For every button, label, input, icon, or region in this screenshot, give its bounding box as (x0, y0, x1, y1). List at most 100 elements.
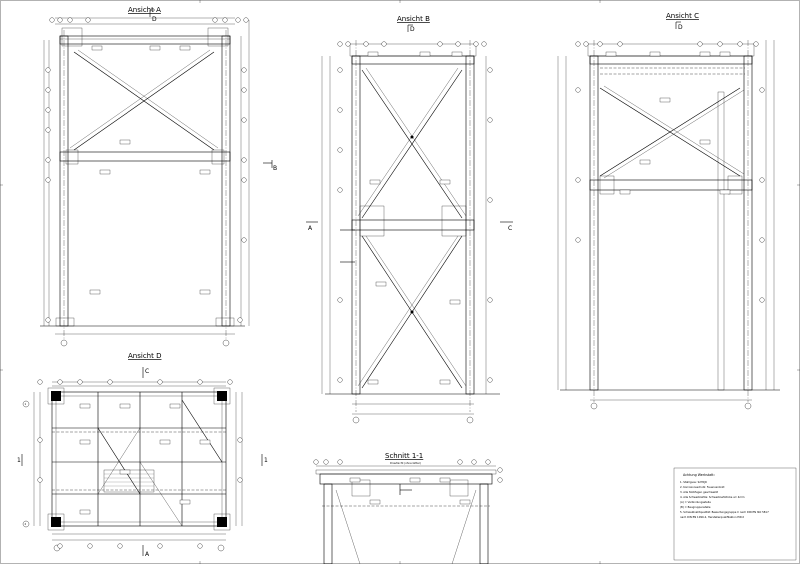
position-bubble (243, 17, 249, 23)
view-ansicht-c: Ansicht C D (557, 12, 780, 410)
position-bubble (737, 41, 743, 47)
part-tag (639, 159, 651, 165)
position-bubble (455, 41, 461, 47)
position-bubble (753, 41, 759, 47)
position-bubble (381, 41, 387, 47)
position-bubble (57, 379, 63, 385)
note-4: 4. Alle Schweißnähte: Schweißnahtdicke a… (680, 495, 745, 499)
position-bubble (337, 107, 343, 113)
position-bubble (117, 543, 123, 549)
position-bubble (497, 477, 503, 483)
section-mark-c-b: C (500, 221, 513, 232)
notes-heading: Achtung Werkstatt: (683, 473, 715, 477)
part-tag (439, 179, 451, 185)
part-tag (439, 379, 451, 385)
part-tag (719, 51, 731, 57)
position-bubble (345, 41, 351, 47)
part-tag (119, 469, 131, 475)
part-tag (449, 299, 461, 305)
brace-b-2 (361, 69, 463, 219)
view-ansicht-a: Ansicht A D B (40, 6, 277, 347)
position-bubble (197, 379, 203, 385)
svg-text:D: D (410, 26, 415, 33)
section-1-1-title: Schnitt 1-1 (385, 452, 423, 460)
position-bubble (37, 437, 43, 443)
axis-bubble-c-left (590, 402, 598, 410)
note-5a: nach DIN EN 1090-2, Herstellerqualifikat… (680, 515, 744, 519)
section-mark-d-b: D (407, 24, 415, 33)
part-tag (605, 51, 617, 57)
svg-text:A: A (308, 225, 313, 232)
note-2: 2. Korrosionsschutz: Feuerverzinkt (680, 485, 725, 489)
view-d-title: Ansicht D (128, 352, 161, 360)
position-bubble (241, 177, 247, 183)
svg-text:C: C (145, 368, 149, 375)
view-c-title: Ansicht C (666, 12, 699, 20)
part-tag (199, 169, 211, 175)
position-bubble (485, 459, 491, 465)
part-tag (369, 499, 381, 505)
position-bubble (49, 17, 55, 23)
position-bubble (471, 459, 477, 465)
position-bubble (45, 67, 51, 73)
part-tag (419, 51, 431, 57)
axis-bubble-a-right (222, 339, 230, 347)
position-bubble (37, 477, 43, 483)
position-bubble (235, 17, 241, 23)
position-bubble (337, 297, 343, 303)
position-bubble (575, 41, 581, 47)
part-tag (79, 509, 91, 515)
position-bubble (363, 41, 369, 47)
position-bubble (575, 177, 581, 183)
section-mark-d-a: D (149, 9, 157, 23)
part-tag (79, 403, 91, 409)
section-mark-c-d: C (142, 367, 149, 378)
position-bubble (337, 187, 343, 193)
top-beam-c (589, 55, 753, 65)
workshop-notes: Achtung Werkstatt: 1. Stahlguss: S235JR … (673, 467, 797, 561)
position-bubble (597, 41, 603, 47)
position-bubble (67, 17, 73, 23)
part-tag (179, 45, 191, 51)
view-ansicht-b: Ansicht B D A C (306, 15, 513, 424)
position-bubble (759, 177, 765, 183)
svg-text:D: D (152, 16, 157, 23)
part-tag (119, 139, 131, 145)
view-b-title: Ansicht B (397, 15, 430, 23)
position-bubble (337, 377, 343, 383)
part-tag (649, 51, 661, 57)
svg-text:1: 1 (264, 457, 268, 464)
svg-text:2: 2 (25, 522, 27, 526)
section-mark-a-b: A (306, 221, 318, 232)
section-mark-d-c: D (675, 21, 683, 31)
section-1-1-subtitle: Draufsicht (ohne Gitter) (390, 461, 421, 465)
position-bubble (575, 87, 581, 93)
position-bubble (212, 17, 218, 23)
position-bubble (323, 459, 329, 465)
position-bubble (759, 297, 765, 303)
part-tag (451, 51, 463, 57)
section-mark-a-d: A (142, 545, 150, 558)
position-bubble (237, 477, 243, 483)
part-tag (699, 139, 711, 145)
position-bubble (157, 379, 163, 385)
view-schnitt-1-1: Schnitt 1-1 Draufsicht (ohne Gitter) (315, 452, 497, 564)
position-bubble (575, 237, 581, 243)
section-mark-1-left: 1 (17, 454, 23, 466)
position-bubble (487, 297, 493, 303)
part-tag (619, 189, 631, 195)
position-bubble (241, 237, 247, 243)
position-bubble (583, 41, 589, 47)
axis-bubble-a-left (60, 339, 68, 347)
position-bubble (717, 41, 723, 47)
position-bubble (107, 379, 113, 385)
part-tag (91, 45, 103, 51)
part-tag (409, 477, 421, 483)
part-tag (199, 439, 211, 445)
position-bubble (45, 107, 51, 113)
part-tag (349, 477, 361, 483)
mid-beam-a (59, 151, 231, 162)
position-bubble (222, 17, 228, 23)
